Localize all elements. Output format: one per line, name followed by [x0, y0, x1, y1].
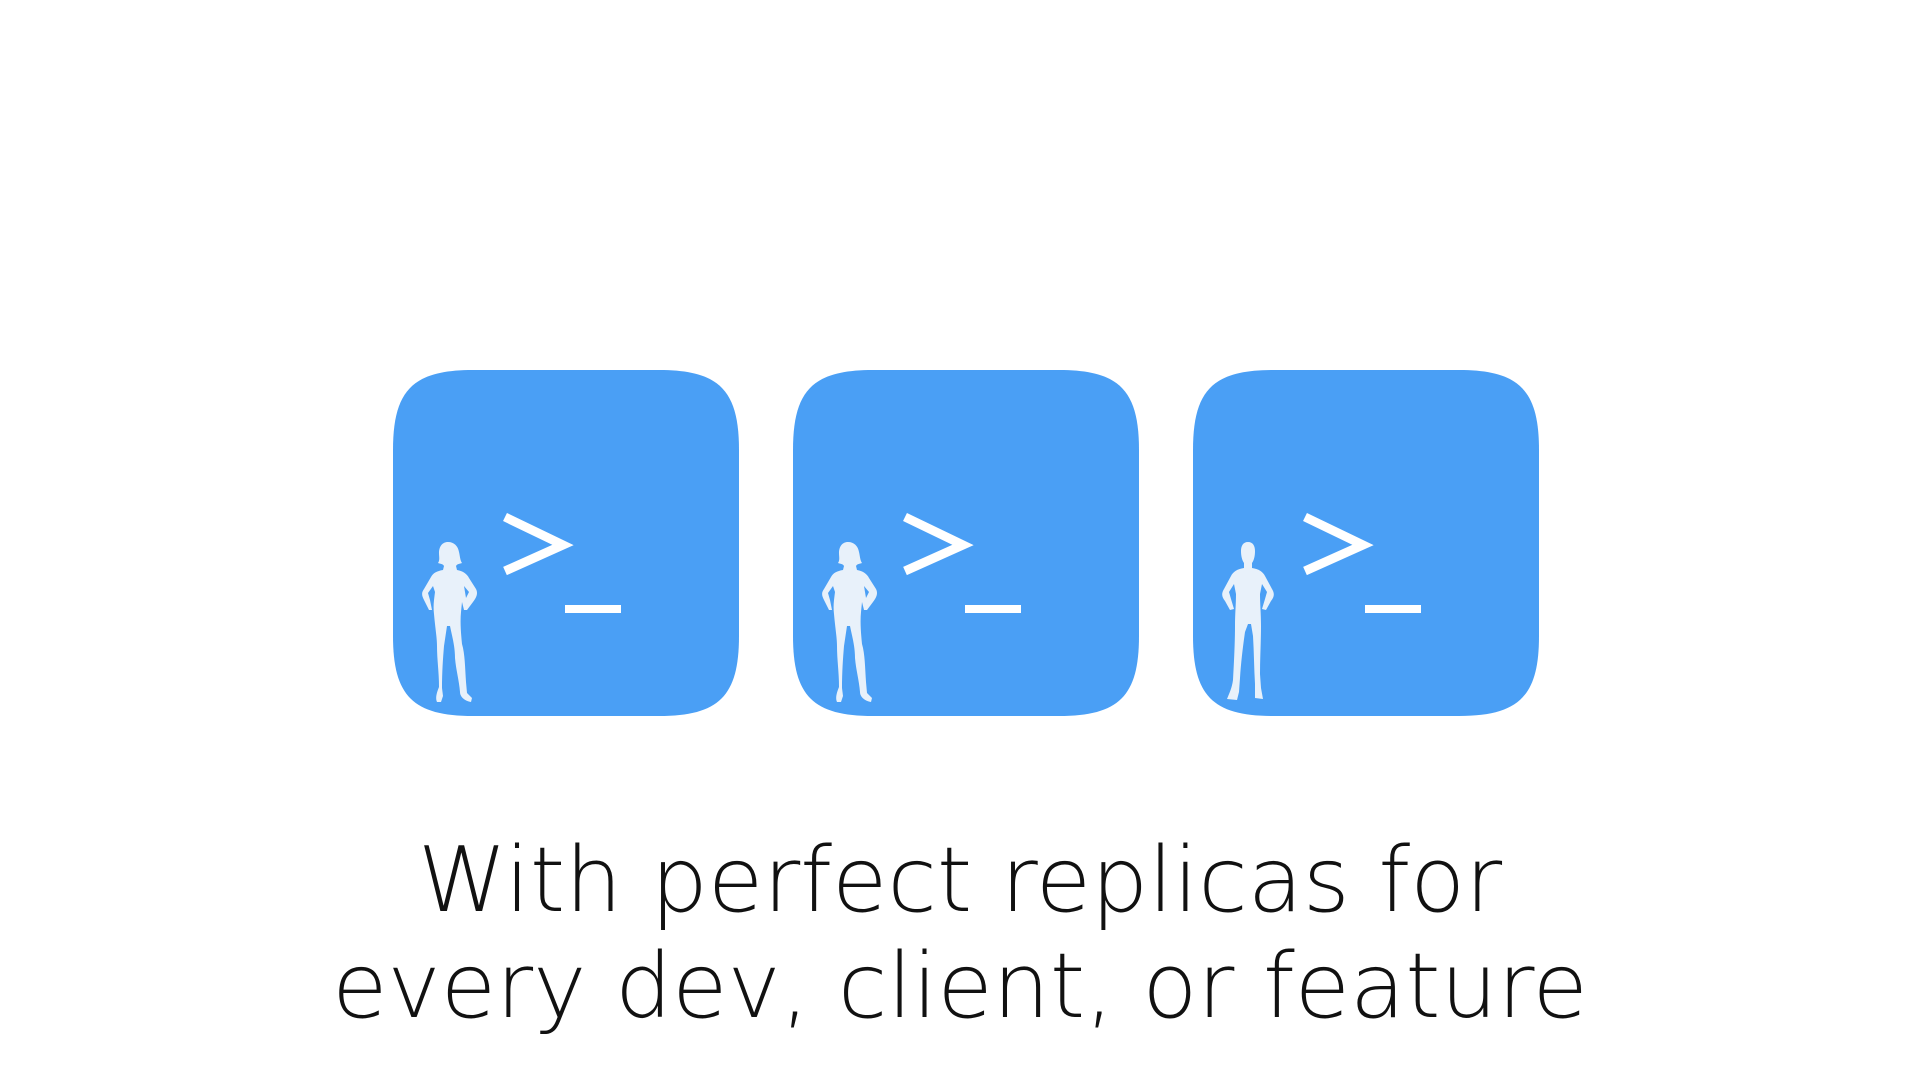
caption-line-2: every dev, client, or feature — [332, 934, 1588, 1039]
terminal-tile-3 — [1193, 370, 1539, 716]
terminal-prompt-icon — [1303, 512, 1421, 613]
caption: With perfect replicas for every dev, cli… — [0, 828, 1920, 1040]
man-silhouette-icon — [1222, 542, 1274, 700]
terminal-tile-2 — [793, 370, 1139, 716]
terminal-tile-1 — [393, 370, 739, 716]
terminal-prompt-icon — [903, 512, 1021, 613]
terminal-prompt-icon — [503, 512, 621, 613]
woman-silhouette-icon — [822, 542, 877, 702]
woman-silhouette-icon — [422, 542, 477, 702]
caption-line-1: With perfect replicas for — [417, 828, 1503, 933]
